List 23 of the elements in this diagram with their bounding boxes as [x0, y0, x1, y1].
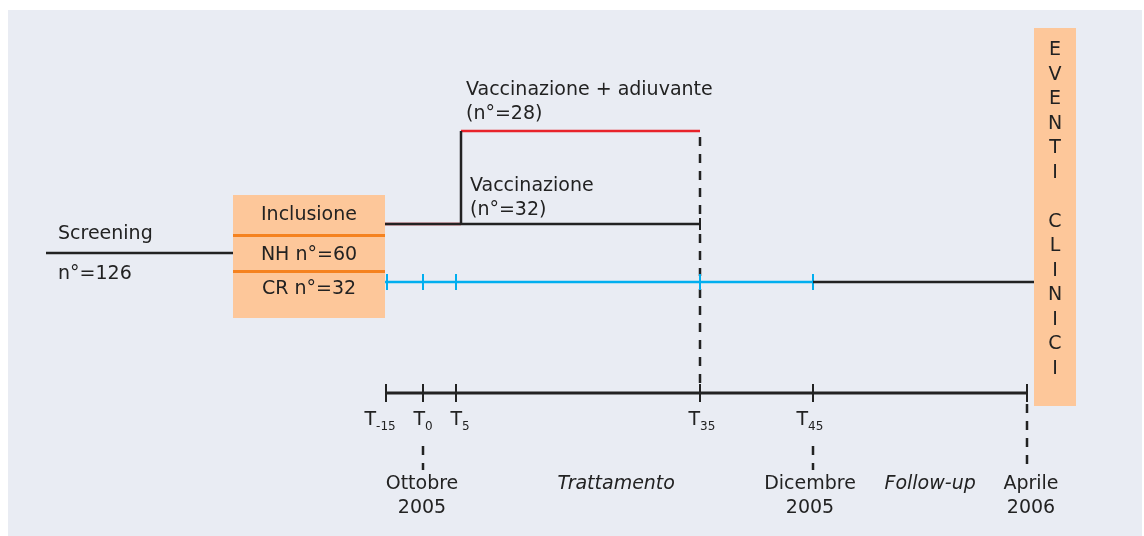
- date-label: Ottobre 2005: [384, 470, 460, 518]
- vertical-heading: EVENTI CLINICI: [1046, 36, 1064, 379]
- count-label: CR n°=32: [260, 275, 358, 299]
- count-label: NH n°=60: [259, 241, 359, 265]
- stage-label: Screening: [58, 220, 153, 244]
- phase-label: Follow-up: [884, 470, 976, 494]
- events-box: [1034, 28, 1076, 406]
- time-point-label: T$_{35}$: [688, 406, 716, 435]
- count-label: n°=126: [58, 260, 132, 284]
- date-label: Dicembre 2005: [763, 470, 857, 518]
- group-box: [233, 195, 385, 318]
- box-heading: Inclusione: [260, 201, 358, 225]
- phase-label: Trattamento: [557, 470, 675, 494]
- edge-label: Vaccinazione (n°=32): [470, 172, 595, 220]
- timeline-line: [385, 273, 1034, 291]
- date-label: Aprile 2006: [1002, 470, 1060, 518]
- timeline-line: [385, 217, 701, 231]
- time-point-label: T$_{-15}$: [364, 406, 396, 435]
- edge-label: Vaccinazione + adiuvante (n°=28): [466, 76, 714, 124]
- time-point-label: T$_{0}$: [413, 406, 433, 435]
- timeline-line: [46, 251, 233, 255]
- time-point-label: T$_{45}$: [796, 406, 824, 435]
- time-point-label: T$_{5}$: [450, 406, 470, 435]
